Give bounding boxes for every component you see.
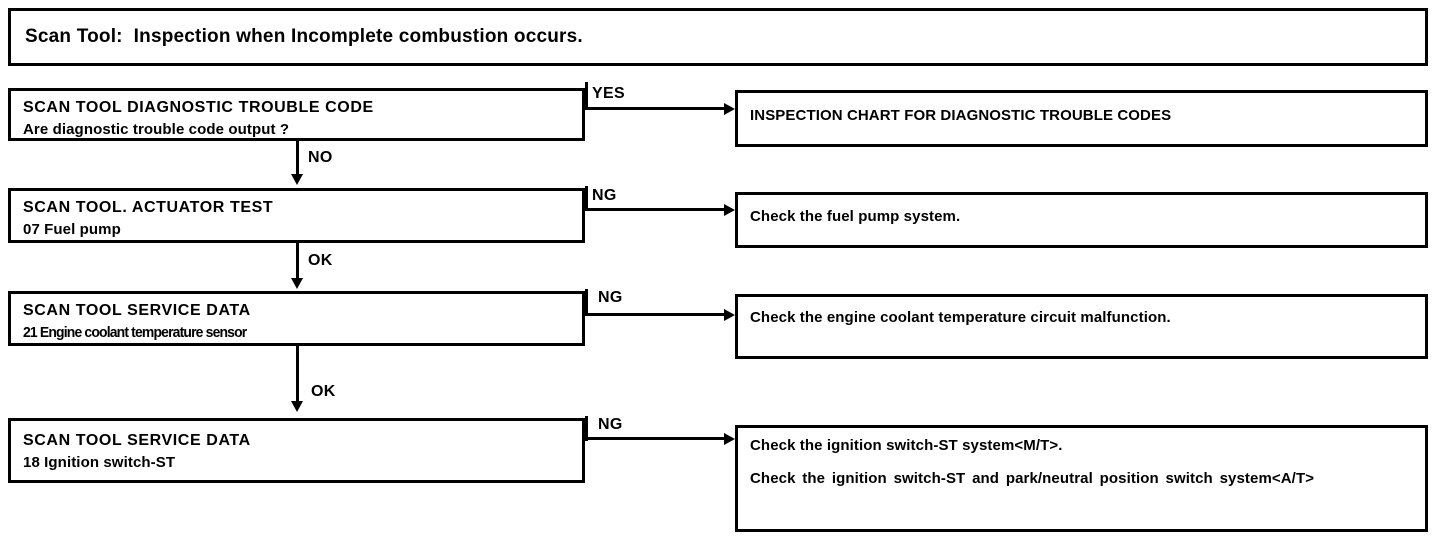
- edge-label-no: NO: [308, 149, 333, 166]
- edge-label-ng-1: NG: [592, 187, 617, 204]
- step-4-detail: 18 Ignition switch-ST: [23, 454, 176, 471]
- connector-ng2-line: [585, 313, 730, 316]
- connector-ok2-arrowhead: [291, 401, 303, 412]
- title-banner: Scan Tool: Inspection when Incomplete co…: [8, 8, 1428, 66]
- step-box-2[interactable]: SCAN TOOL. ACTUATOR TEST 07 Fuel pump: [8, 188, 585, 243]
- connector-ok1-line: [296, 243, 299, 283]
- step-box-1[interactable]: SCAN TOOL DIAGNOSTIC TROUBLE CODE Are di…: [8, 88, 585, 141]
- step-2-heading: SCAN TOOL. ACTUATOR TEST: [23, 199, 274, 216]
- connector-ng1-stub: [585, 186, 588, 211]
- result-4-line-1: Check the ignition switch-ST system<M/T>…: [750, 437, 1063, 454]
- connector-ng1-line: [585, 208, 730, 211]
- page-title: Scan Tool: Inspection when Incomplete co…: [25, 26, 583, 47]
- result-box-4[interactable]: Check the ignition switch-ST system<M/T>…: [735, 425, 1428, 532]
- connector-yes-stub: [585, 82, 588, 110]
- result-2-line-1: Check the fuel pump system.: [750, 208, 961, 225]
- connector-no-arrowhead: [291, 174, 303, 185]
- connector-ng2-arrowhead: [724, 309, 735, 321]
- step-3-heading: SCAN TOOL SERVICE DATA: [23, 302, 251, 319]
- connector-ng3-arrowhead: [724, 433, 735, 445]
- result-box-1[interactable]: INSPECTION CHART FOR DIAGNOSTIC TROUBLE …: [735, 90, 1428, 147]
- result-1-line-1: INSPECTION CHART FOR DIAGNOSTIC TROUBLE …: [750, 107, 1172, 124]
- step-box-4[interactable]: SCAN TOOL SERVICE DATA 18 Ignition switc…: [8, 418, 585, 483]
- step-2-detail: 07 Fuel pump: [23, 221, 121, 238]
- connector-ng2-stub: [585, 289, 588, 316]
- edge-label-yes: YES: [592, 85, 625, 102]
- edge-label-ok-2: OK: [311, 383, 336, 400]
- connector-ng3-line: [585, 437, 730, 440]
- connector-ok2-line: [296, 346, 299, 406]
- connector-no-line: [296, 141, 299, 179]
- step-box-3[interactable]: SCAN TOOL SERVICE DATA 21 Engine coolant…: [8, 291, 585, 346]
- step-1-detail: Are diagnostic trouble code output ?: [23, 121, 290, 138]
- connector-ng1-arrowhead: [724, 204, 735, 216]
- connector-ng3-stub: [585, 416, 588, 441]
- edge-label-ng-3: NG: [598, 416, 623, 433]
- result-4-line-2: Check the ignition switch-ST and park/ne…: [750, 470, 1315, 487]
- step-4-heading: SCAN TOOL SERVICE DATA: [23, 432, 251, 449]
- result-3-line-1: Check the engine coolant temperature cir…: [750, 309, 1171, 326]
- edge-label-ng-2: NG: [598, 289, 623, 306]
- result-box-3[interactable]: Check the engine coolant temperature cir…: [735, 294, 1428, 359]
- connector-yes-arrowhead: [724, 103, 735, 115]
- connector-yes-line: [585, 107, 730, 110]
- connector-ok1-arrowhead: [291, 278, 303, 289]
- step-3-detail: 21 Engine coolant temperature sensor: [23, 324, 247, 341]
- edge-label-ok-1: OK: [308, 252, 333, 269]
- step-1-heading: SCAN TOOL DIAGNOSTIC TROUBLE CODE: [23, 99, 374, 116]
- result-box-2[interactable]: Check the fuel pump system.: [735, 192, 1428, 248]
